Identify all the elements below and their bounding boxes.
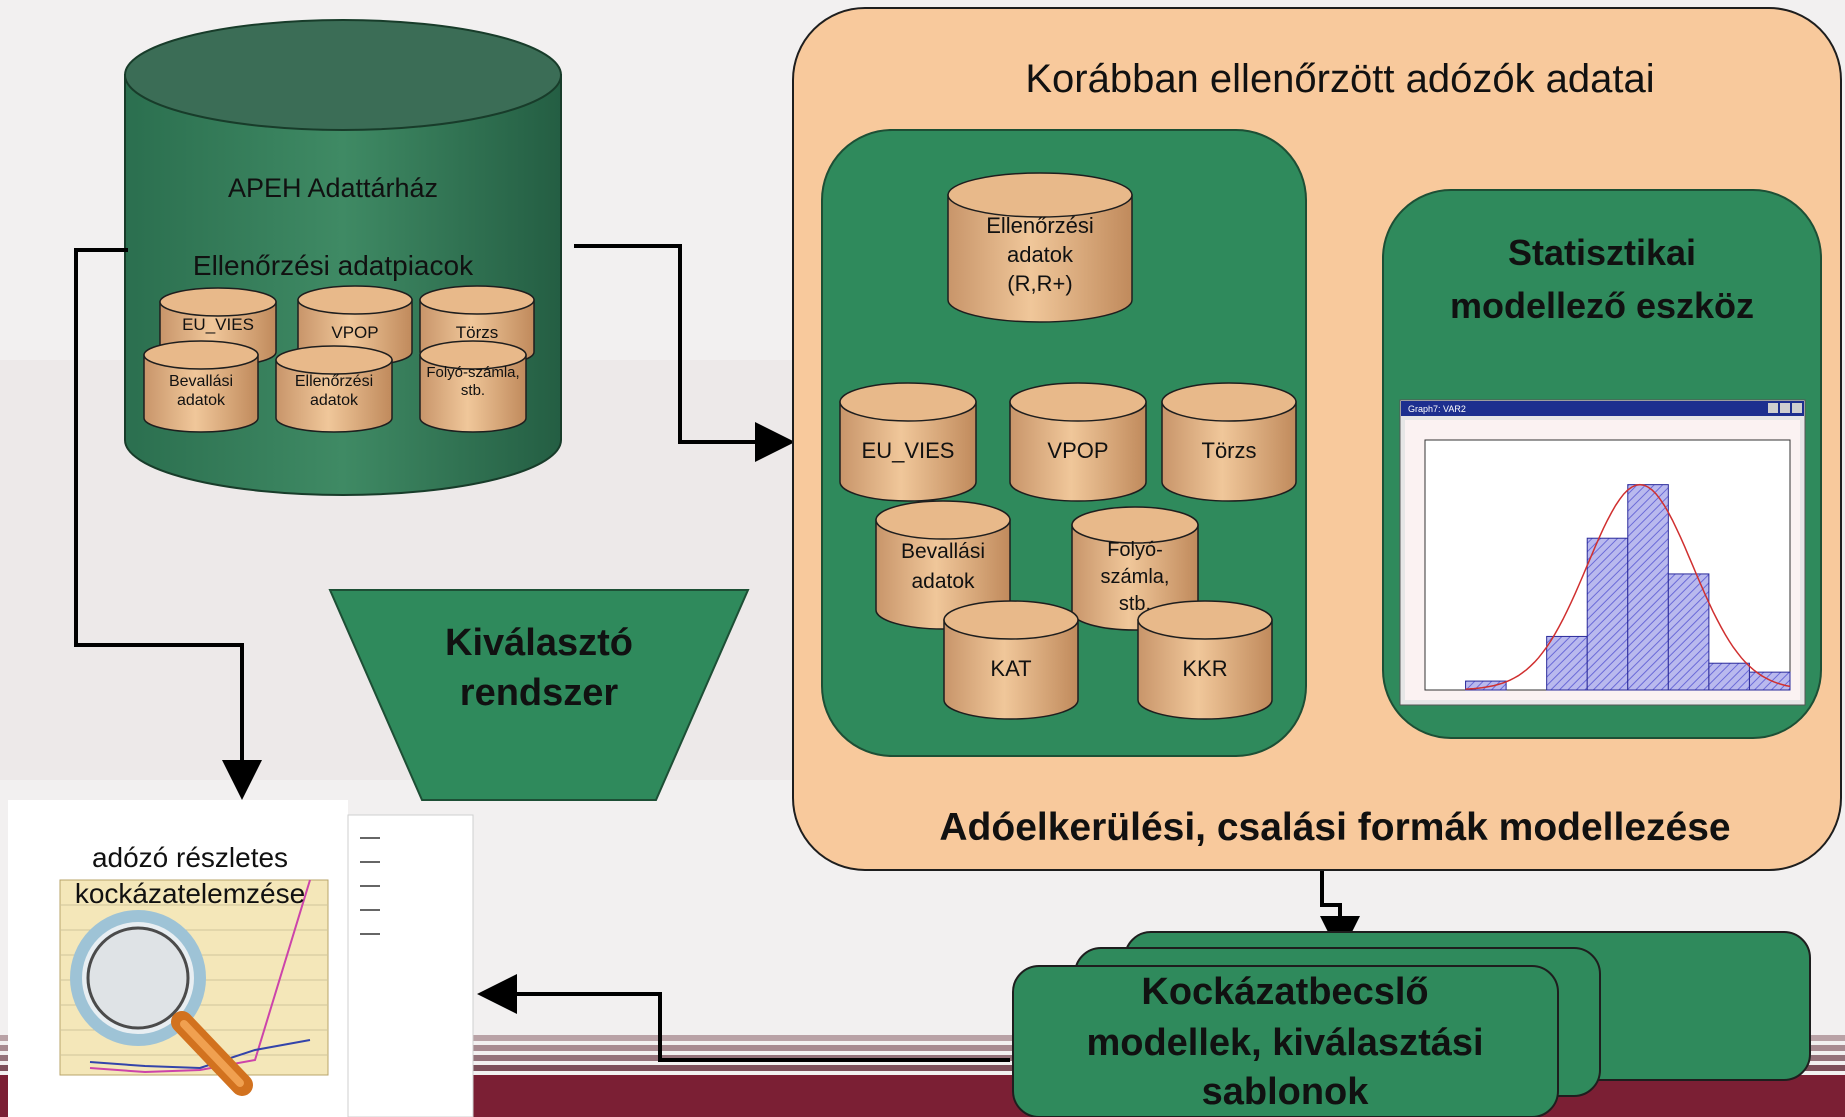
- mart-bevallasi: Bevallási adatok: [143, 340, 259, 433]
- audited-taxpayers-panel: Korábban ellenőrzött adózók adatai Adóel…: [792, 7, 1842, 871]
- svg-text:KAT: KAT: [990, 656, 1031, 681]
- analysis-line1: adózó részletes: [92, 842, 288, 873]
- mart-ellenorzesi: Ellenőrzési adatok: [275, 345, 393, 433]
- mart-label: Ellenőrzési adatok: [294, 373, 374, 409]
- mart-folyoszamla: Folyó-számla, stb.: [419, 340, 527, 433]
- minimize-icon[interactable]: [1768, 403, 1778, 413]
- histogram-chart: [1424, 439, 1791, 691]
- svg-text:Folyó-: Folyó-: [1107, 539, 1163, 561]
- db-torzs: Törzs: [1161, 382, 1297, 502]
- data-warehouse-cylinder: APEH Adattárház Ellenőrzési adatpiacok E…: [124, 19, 562, 496]
- db-kkr: KKR: [1137, 600, 1273, 720]
- connectors: [74, 244, 1360, 1062]
- analysis-line2: kockázatelemzése: [75, 878, 305, 909]
- svg-text:VPOP: VPOP: [1047, 438, 1108, 463]
- panel-title: Korábban ellenőrzött adózók adatai: [1025, 57, 1654, 101]
- panel-footer: Adóelkerülési, csalási formák modellezés…: [939, 806, 1730, 849]
- db-eu-vies: EU_VIES: [839, 382, 977, 502]
- stat-tool-line2: modellező eszköz: [1450, 285, 1754, 326]
- svg-text:Törzs: Törzs: [1202, 438, 1257, 463]
- mart-label: Folyó-számla, stb.: [426, 364, 520, 399]
- db-ellenorzesi-adatok: Ellenőrzési adatok (R,R+): [947, 172, 1133, 323]
- trend-line: [89, 879, 311, 1074]
- selector-system: Kiválasztó rendszer: [328, 589, 750, 801]
- arrow-warehouse-to-analysis: [74, 248, 262, 800]
- warehouse-subtitle: Ellenőrzési adatpiacok: [193, 250, 474, 281]
- hist-bar: [1748, 671, 1791, 691]
- mart-label: Bevallási adatok: [168, 373, 234, 409]
- svg-text:adatok: adatok: [1007, 242, 1074, 267]
- legend-box: [347, 814, 474, 1117]
- maximize-icon[interactable]: [1780, 403, 1790, 413]
- svg-text:stb.: stb.: [1119, 593, 1151, 615]
- mart-label: EU_VIES: [182, 315, 254, 334]
- arrow-panel-to-templates: [1320, 870, 1360, 956]
- svg-text:számla,: számla,: [1101, 566, 1170, 588]
- hist-bar: [1667, 573, 1710, 691]
- svg-text:Bevallási: Bevallási: [901, 540, 985, 563]
- hist-bar: [1546, 635, 1588, 691]
- svg-text:Ellenőrzési: Ellenőrzési: [986, 213, 1094, 238]
- risk-analysis-figure: adózó részletes kockázatelemzése: [8, 800, 474, 1117]
- hist-bar: [1627, 484, 1669, 691]
- templates-line1: Kockázatbecslő: [1141, 971, 1428, 1013]
- hist-bar: [1465, 680, 1507, 691]
- db-vpop: VPOP: [1009, 382, 1147, 502]
- hist-bar: [1586, 537, 1629, 691]
- window-title: Graph7: VAR2: [1408, 404, 1466, 414]
- hist-fit-curve: [1465, 483, 1791, 690]
- templates-line3: sablonok: [1202, 1071, 1370, 1113]
- arrow-templates-to-analysis: [477, 974, 1010, 1062]
- svg-text:EU_VIES: EU_VIES: [862, 438, 955, 463]
- selector-line2: rendszer: [460, 672, 619, 714]
- warehouse-title: APEH Adattárház: [228, 173, 438, 203]
- stat-tool-line1: Statisztikai: [1508, 232, 1696, 273]
- templates-line2: modellek, kiválasztási: [1086, 1022, 1483, 1064]
- close-icon[interactable]: [1792, 403, 1802, 413]
- trend-line: [89, 1039, 311, 1070]
- histogram-window: Graph7: VAR2: [1399, 399, 1806, 706]
- mart-label: VPOP: [331, 323, 378, 342]
- svg-text:(R,R+): (R,R+): [1007, 271, 1072, 296]
- svg-text:adatok: adatok: [911, 570, 975, 593]
- mart-label: Törzs: [456, 323, 499, 342]
- db-kat: KAT: [943, 600, 1079, 720]
- svg-text:KKR: KKR: [1182, 656, 1227, 681]
- selector-line1: Kiválasztó: [445, 622, 633, 664]
- magnifier-icon: [70, 910, 253, 1096]
- db-bevallasi: Bevallási adatok: [875, 500, 1011, 630]
- hist-bar: [1708, 662, 1750, 691]
- templates-stack: Kockázatbecslő modellek, kiválasztási sa…: [1012, 931, 1811, 1117]
- arrow-warehouse-to-panel: [574, 244, 795, 462]
